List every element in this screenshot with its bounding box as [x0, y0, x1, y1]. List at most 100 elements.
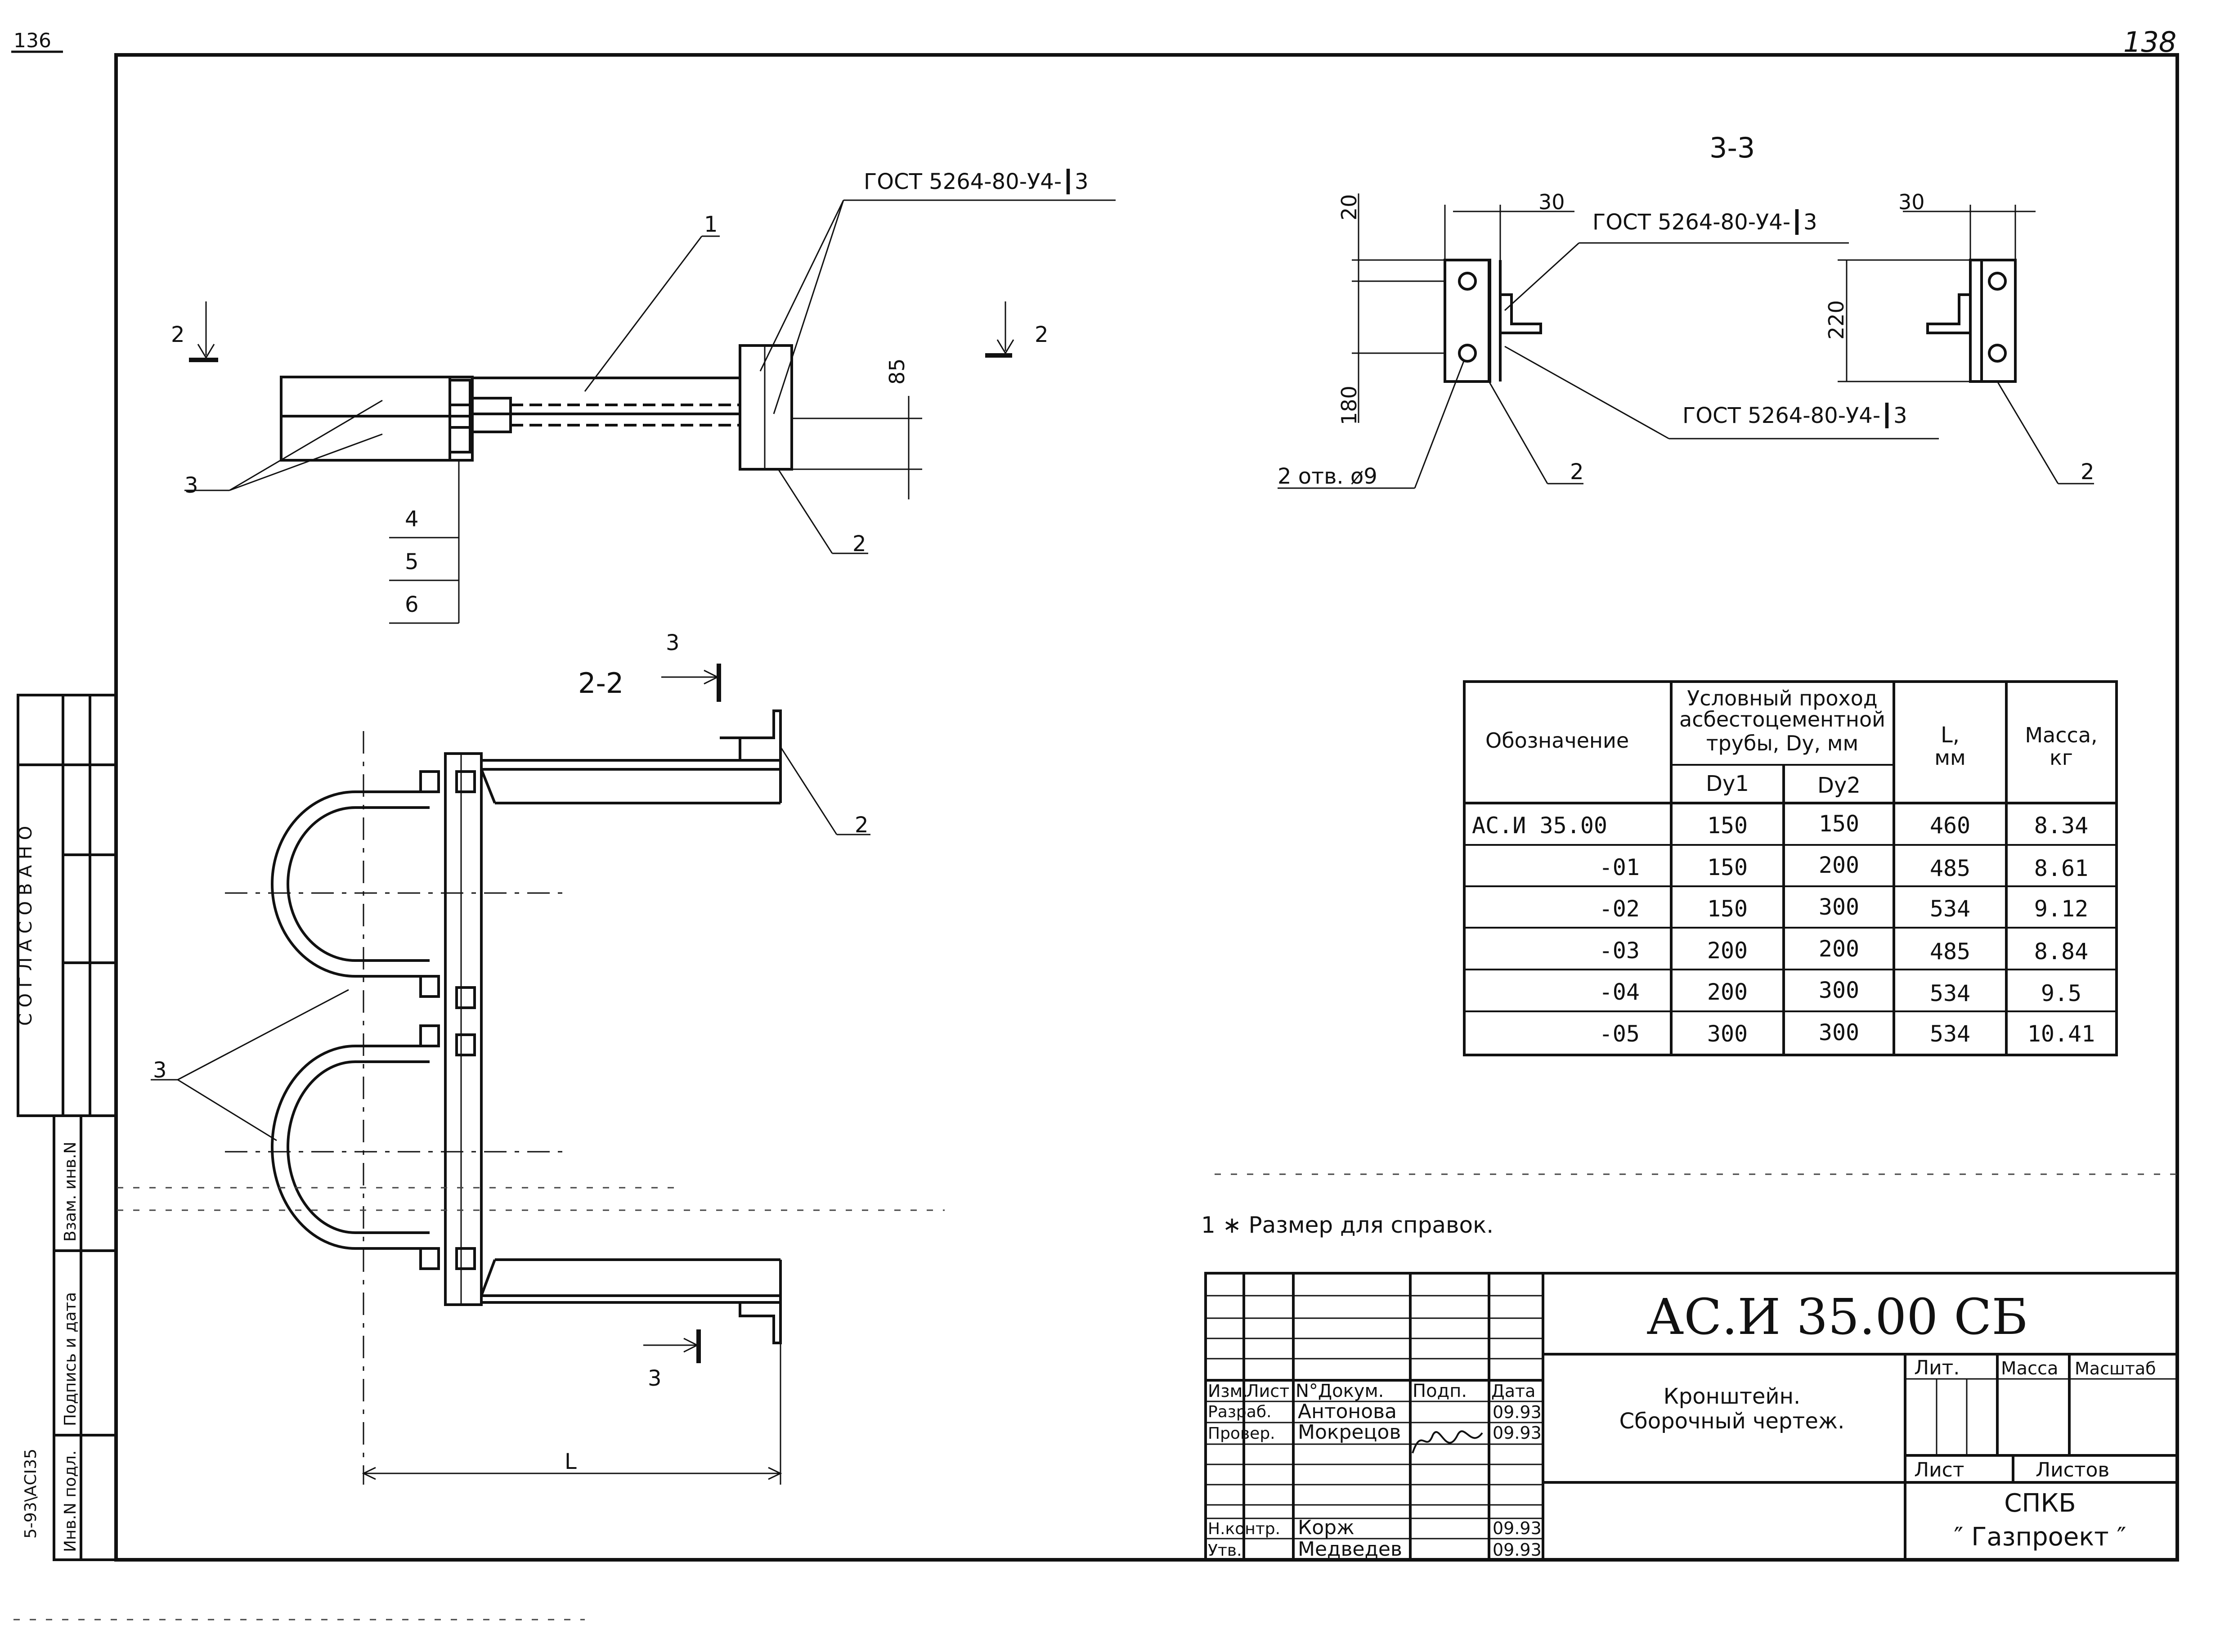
- title-sheets-label: Листов: [2036, 1459, 2109, 1481]
- table-cell-dy2: 300: [1819, 1019, 1859, 1046]
- table-header-L-2: мм: [1934, 745, 1965, 770]
- table-cell-dy2: 200: [1819, 852, 1859, 878]
- section-2-2: [151, 664, 870, 1485]
- title-date-dev: 09.93: [1493, 1402, 1542, 1422]
- table-header-mass-2: кг: [2050, 745, 2073, 770]
- title-name-dev: Антонова: [1298, 1400, 1397, 1423]
- title-col-sheet: Лист: [1246, 1381, 1289, 1401]
- title-role-dev: Разраб.: [1208, 1403, 1271, 1421]
- title-name-check: Мокрецов: [1298, 1421, 1401, 1444]
- table-cell-designation: -05: [1599, 1021, 1640, 1047]
- title-sheet-label: Лист: [1914, 1459, 1964, 1481]
- title-name-approve: Медведев: [1298, 1538, 1402, 1561]
- title-date-check: 09.93: [1493, 1423, 1542, 1443]
- table-header-dy1: Dy1: [1706, 771, 1749, 796]
- section33-pos-2-right: 2: [2081, 459, 2094, 485]
- main-cut-right: 2: [1035, 322, 1049, 347]
- table-cell-dy1: 200: [1707, 938, 1748, 964]
- main-weld-callout: ГОСТ 5264-80-У4-┃3: [864, 168, 1089, 194]
- table-cell-L: 534: [1930, 1021, 1970, 1047]
- side-archive: 5-93\АСI35: [22, 1449, 40, 1539]
- variant-table: Обозначение Условный проход асбестоцемен…: [1463, 680, 2118, 1056]
- table-cell-designation: -01: [1599, 854, 1640, 880]
- table-cell-dy1: 150: [1707, 896, 1748, 922]
- title-col-date: Дата: [1491, 1381, 1535, 1401]
- table-cell-mass: 10.41: [2027, 1021, 2095, 1047]
- title-col-change: Изм.: [1208, 1381, 1248, 1401]
- main-pos-1: 1: [704, 212, 718, 237]
- table-cell-dy2: 200: [1819, 936, 1859, 962]
- title-lit-label: Лит.: [1914, 1356, 1960, 1379]
- title-name-line1: Кронштейн.: [1664, 1384, 1801, 1409]
- section33-pos-2-left: 2: [1570, 459, 1584, 485]
- corner-mark: 136: [13, 29, 51, 52]
- table-cell-dy2: 300: [1819, 977, 1859, 1003]
- title-role-approve: Утв.: [1208, 1541, 1242, 1560]
- scan-artifacts: [13, 1173, 2177, 1621]
- main-view: [184, 199, 1116, 624]
- table-cell-mass: 8.84: [2034, 938, 2088, 965]
- main-pos-5: 5: [405, 549, 419, 575]
- signature-check: [1412, 1430, 1483, 1454]
- table-cell-L: 460: [1930, 813, 1970, 839]
- table-header-L-1: L,: [1941, 723, 1960, 748]
- table-cell-L: 485: [1930, 938, 1970, 965]
- title-org-line1: СПКБ: [2004, 1489, 2076, 1518]
- table-header-dn-3: трубы, Dy, мм: [1706, 731, 1858, 755]
- side-replaced-inv: Взам. инв.N: [61, 1142, 80, 1242]
- title-org-line2: ″ Газпроект ″: [1954, 1522, 2126, 1552]
- title-scale-label: Масштаб: [2075, 1359, 2156, 1378]
- title-date-norm: 09.93: [1493, 1518, 1542, 1538]
- side-strip: [17, 694, 117, 1561]
- main-pos-2: 2: [852, 531, 866, 557]
- title-name-norm: Корж: [1298, 1516, 1354, 1539]
- main-cut-left: 2: [171, 322, 185, 347]
- section22-pos-3: 3: [153, 1058, 167, 1083]
- table-cell-L: 485: [1930, 855, 1970, 881]
- table-cell-designation: -04: [1599, 979, 1640, 1005]
- table-cell-mass: 8.61: [2034, 855, 2088, 881]
- table-cell-mass: 9.5: [2041, 980, 2081, 1006]
- table-cell-dy1: 200: [1707, 979, 1748, 1005]
- main-dim-85: 85: [885, 358, 909, 385]
- table-header-mass-1: Масса,: [2025, 723, 2097, 747]
- section22-cut-top: 3: [666, 630, 680, 655]
- table-cell-mass: 9.12: [2034, 896, 2088, 922]
- table-cell-dy2: 300: [1819, 894, 1859, 920]
- title-name-line2: Сборочный чертеж.: [1619, 1409, 1845, 1434]
- section33-weld-top: ГОСТ 5264-80-У4-┃3: [1592, 209, 1817, 235]
- title-col-sign: Подп.: [1413, 1381, 1467, 1401]
- side-agreed: С О Г Л А С О В А Н О: [15, 826, 36, 1026]
- table-cell-L: 534: [1930, 980, 1970, 1006]
- section33-dim-30-right: 30: [1898, 190, 1925, 214]
- section33-dim-20: 20: [1337, 194, 1361, 220]
- table-header-dn-2: асбестоцементной: [1679, 707, 1885, 732]
- table-cell-L: 534: [1930, 896, 1970, 922]
- section22-title: 2-2: [578, 667, 623, 700]
- table-cell-designation: -02: [1599, 896, 1640, 922]
- side-sign-date: Подпись и дата: [61, 1292, 80, 1426]
- table-header-dy2: Dy2: [1817, 773, 1861, 798]
- title-mass-label: Масса: [2001, 1358, 2059, 1379]
- section33-weld-bottom: ГОСТ 5264-80-У4-┃3: [1682, 402, 1907, 428]
- section22-cut-bottom: 3: [648, 1366, 662, 1391]
- main-pos-3: 3: [184, 473, 198, 498]
- title-block: [1204, 1272, 2179, 1561]
- table-cell-dy1: 300: [1707, 1021, 1748, 1047]
- section33-dim-220: 220: [1824, 300, 1848, 340]
- main-pos-4: 4: [405, 507, 419, 532]
- side-inv-orig: Инв.N подл.: [61, 1450, 80, 1552]
- title-col-docno: N°Докум.: [1296, 1381, 1384, 1401]
- main-pos-6: 6: [405, 592, 419, 617]
- section-3-3: [1278, 193, 2094, 489]
- table-header-designation: Обозначение: [1485, 728, 1629, 753]
- table-header-dn-1: Условный проход: [1687, 686, 1877, 710]
- table-cell-designation: -03: [1599, 938, 1640, 964]
- section33-dim-30-left: 30: [1538, 190, 1565, 214]
- title-role-norm: Н.контр.: [1208, 1520, 1280, 1538]
- title-date-approve: 09.93: [1493, 1540, 1542, 1560]
- title-code: АС.И 35.00 СБ: [1646, 1288, 2028, 1346]
- page-number: 138: [2123, 26, 2176, 58]
- section33-title: 3-3: [1709, 131, 1755, 164]
